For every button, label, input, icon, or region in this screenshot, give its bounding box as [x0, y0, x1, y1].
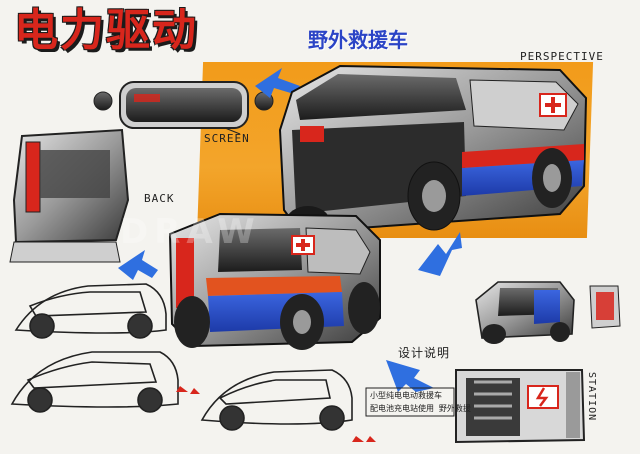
screen-mirror-sketch: [93, 81, 274, 135]
page-subtitle: 野外救援车: [308, 28, 408, 52]
back-view-sketch: [9, 128, 130, 263]
triangle-markers: [176, 386, 376, 442]
label-design-note-title: 设计说明: [398, 346, 451, 360]
compact-vehicle-sketch: [475, 281, 621, 344]
label-design-note-line1: 小型纯电电动救援车: [370, 391, 442, 400]
charging-station-sketch: [455, 369, 586, 444]
perspective-vehicle-rear: [168, 212, 381, 350]
page-title: 电力驱动: [14, 5, 198, 56]
side-view-sketches: [10, 283, 353, 431]
label-station: STATION: [586, 372, 597, 422]
label-screen: SCREEN: [204, 132, 250, 145]
perspective-vehicle-main: [278, 64, 588, 238]
design-note-box: [365, 387, 455, 417]
label-back: BACK: [144, 192, 175, 205]
blue-arrows: [118, 68, 462, 392]
label-perspective: PERSPECTIVE: [520, 50, 604, 63]
label-design-note-line2: 配电池充电站使用 野外救援: [370, 404, 471, 413]
watermark-text: DRAW: [120, 212, 261, 252]
